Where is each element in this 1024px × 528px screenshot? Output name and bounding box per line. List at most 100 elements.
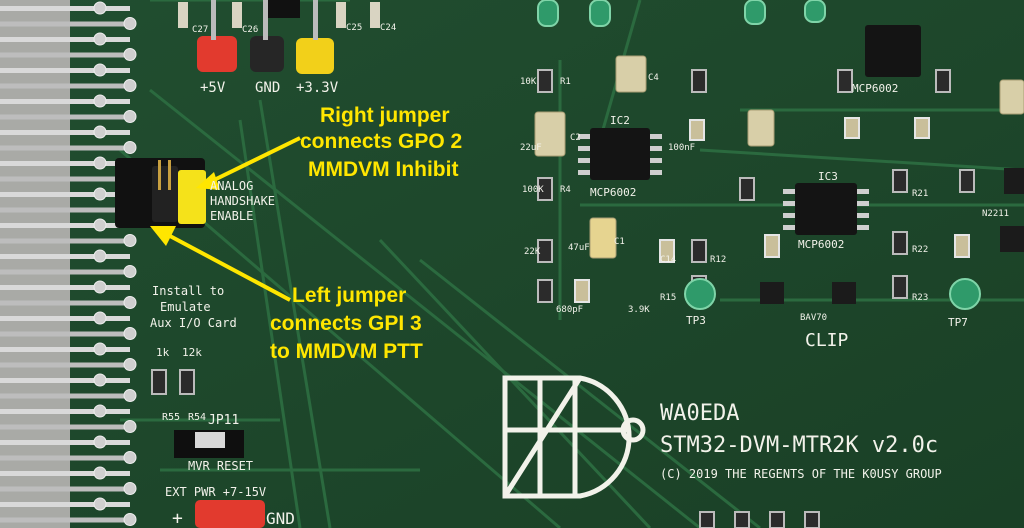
connector-pad: [123, 265, 137, 278]
label-enable: ENABLE: [210, 209, 253, 223]
ceramic-capacitors: [574, 117, 970, 303]
label-tp7: TP7: [948, 316, 968, 329]
label-aux-card: Aux I/O Card: [150, 316, 237, 330]
connector-pad: [93, 311, 107, 325]
bav70-diode-1: [760, 282, 784, 304]
connector-pad: [93, 404, 107, 418]
connector-pad: [93, 1, 107, 15]
connector-pin: [0, 130, 130, 135]
label-r54: R54: [188, 412, 206, 423]
label-r15: R15: [660, 293, 676, 303]
connector-pin: [0, 145, 130, 151]
label-r10k: 10K: [520, 77, 537, 87]
label-c100nf: 100nF: [668, 143, 695, 153]
label-plus3v3: +3.3V: [296, 80, 339, 96]
connector-pad: [123, 48, 137, 61]
connector-pin: [0, 37, 130, 42]
left-jumper: [152, 166, 178, 222]
right-jumper-line1: Right jumper: [320, 104, 450, 127]
label-copyright: (C) 2019 THE REGENTS OF THE K0USY GROUP: [660, 467, 942, 481]
top-test-points: [537, 0, 826, 27]
label-ext-gnd: GND: [266, 509, 295, 528]
connector-pad: [93, 342, 107, 356]
edge-connector-body: [0, 0, 70, 528]
connector-pad: [123, 327, 137, 340]
connector-pad: [123, 110, 137, 123]
label-plus5v: +5V: [200, 80, 226, 96]
label-r100k: 100K: [522, 185, 544, 195]
label-ic2: IC2: [610, 114, 630, 127]
label-r21: R21: [912, 189, 928, 199]
label-r23: R23: [912, 293, 928, 303]
label-c22uf: 22uF: [520, 143, 542, 153]
connector-pin: [0, 440, 130, 445]
connector-pin: [0, 114, 130, 120]
connector-pad: [123, 420, 137, 433]
right-jumper-line2: connects GPO 2: [300, 130, 462, 153]
connector-pad: [93, 280, 107, 294]
label-install-to: Install to: [152, 284, 224, 298]
tantalum-capacitors: [534, 55, 1024, 259]
label-gnd: GND: [255, 80, 280, 96]
connector-pin: [0, 424, 130, 430]
connector-pin: [0, 517, 130, 523]
connector-pin: [0, 331, 130, 337]
edge-connector-pins: [0, 1, 137, 526]
label-board-name: STM32-DVM-MTR2K v2.0c: [660, 433, 938, 458]
label-r39k: 3.9K: [628, 305, 650, 315]
transistor: [268, 0, 300, 18]
connector-pin: [0, 254, 130, 259]
label-bav70: BAV70: [800, 313, 827, 323]
connector-pad: [123, 296, 137, 309]
connector-pad: [93, 466, 107, 480]
plus3v3-test-point: [296, 38, 334, 74]
label-r1: R1: [560, 77, 571, 87]
bottom-resistors: [699, 511, 820, 528]
connector-pin: [0, 409, 130, 414]
left-jumper-line2: connects GPI 3: [270, 312, 422, 335]
connector-pin: [0, 83, 130, 89]
label-r22: R22: [912, 245, 928, 255]
connector-pad: [123, 17, 137, 30]
right-jumper-line3: MMDVM Inhibit: [308, 158, 458, 181]
connector-pad: [93, 435, 107, 449]
label-handshake: HANDSHAKE: [210, 194, 275, 208]
ext-power-connector: [195, 500, 265, 528]
connector-pad: [93, 125, 107, 139]
connector-pin: [0, 316, 130, 321]
transistor-right-2: [1000, 226, 1024, 252]
label-r12: R12: [710, 255, 726, 265]
label-c24: C24: [380, 23, 396, 33]
mvr-reset-toggle: [195, 432, 225, 448]
label-emulate: Emulate: [160, 300, 211, 314]
connector-pin: [0, 362, 130, 368]
label-mcp-b: MCP6002: [798, 238, 844, 251]
label-c14: C14: [660, 255, 676, 265]
silkscreen-labels: +5V GND +3.3V ANALOG HANDSHAKE ENABLE In…: [150, 23, 1009, 528]
connector-pad: [123, 358, 137, 371]
connector-pad: [93, 218, 107, 232]
bav70-diode-2: [832, 282, 856, 304]
connector-pin: [0, 223, 130, 228]
connector-pin: [0, 52, 130, 58]
connector-pad: [123, 234, 137, 247]
label-plus: +: [172, 508, 183, 528]
connector-pad: [123, 482, 137, 495]
connector-pin: [0, 471, 130, 476]
connector-pad: [93, 63, 107, 77]
connector-pad: [93, 156, 107, 170]
ic3-chip: [795, 183, 857, 235]
label-ic3: IC3: [818, 170, 838, 183]
pin-wire: [263, 0, 268, 40]
connector-pin: [0, 393, 130, 399]
connector-pin: [0, 192, 130, 197]
label-c25: C25: [346, 23, 362, 33]
label-analog: ANALOG: [210, 179, 253, 193]
connector-pin: [0, 502, 130, 507]
top-capacitors: [178, 2, 380, 28]
connector-pin: [0, 455, 130, 461]
connector-pin: [0, 238, 130, 244]
tp7-test-point: [949, 278, 981, 310]
jumper-pins: [158, 160, 171, 190]
